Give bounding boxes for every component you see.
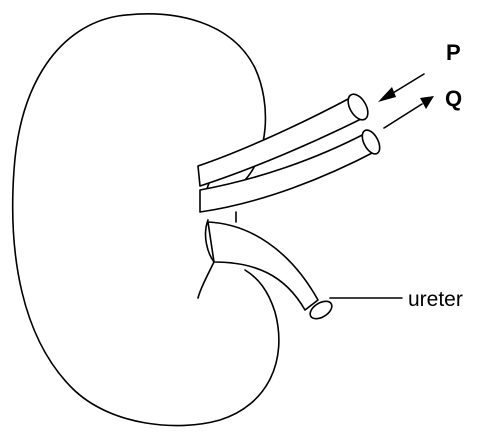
label-q: Q [445, 86, 462, 111]
arrow-p-icon [378, 74, 424, 102]
ureter-tube [208, 222, 318, 310]
kidney-outline [13, 14, 279, 426]
label-p: P [446, 40, 461, 65]
arrow-q-icon [384, 96, 434, 128]
label-ureter: ureter [408, 288, 463, 311]
